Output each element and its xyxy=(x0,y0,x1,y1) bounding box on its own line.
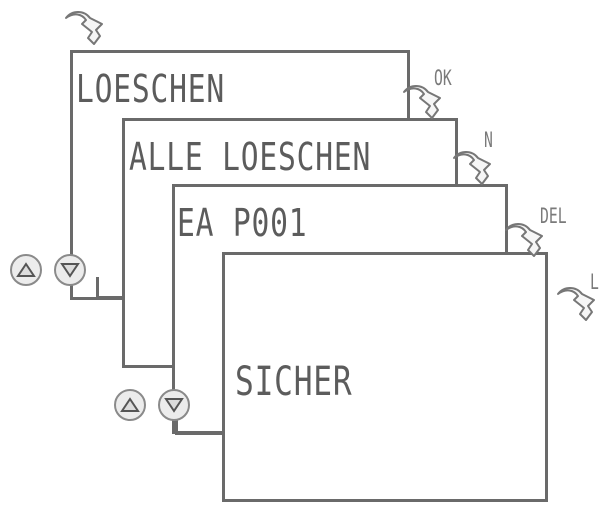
screen-label-sicher: SICHER xyxy=(235,359,353,405)
hand-arrow-icon-entry xyxy=(65,11,103,45)
triangle-down-icon xyxy=(164,398,184,413)
screen-label-alle-loeschen: ALLE LOESCHEN xyxy=(129,135,372,179)
key-label-no: N xyxy=(484,128,493,152)
screen-label-ea-p001: EA P001 xyxy=(177,201,308,245)
connector-line-top-keys-v xyxy=(96,277,99,299)
lcd-screen-sicher: SICHER xyxy=(222,252,548,502)
up-button-top[interactable] xyxy=(10,254,42,286)
up-button-bottom[interactable] xyxy=(114,389,146,421)
hand-arrow-icon-left xyxy=(557,287,595,321)
connector-line-top-keys-h xyxy=(96,296,122,299)
triangle-up-icon xyxy=(120,397,140,412)
hand-arrow-icon-no xyxy=(453,151,491,185)
down-button-top[interactable] xyxy=(54,254,86,286)
connector-line-bottom-keys-v xyxy=(175,412,178,435)
key-label-left: L xyxy=(590,270,599,294)
key-label-del: DEL xyxy=(540,204,567,228)
triangle-up-icon xyxy=(16,262,36,277)
hand-arrow-icon-del xyxy=(505,223,543,257)
triangle-down-icon xyxy=(60,263,80,278)
key-label-ok: OK xyxy=(434,66,452,90)
down-button-bottom[interactable] xyxy=(158,389,190,421)
connector-line-bottom-keys-h xyxy=(175,432,225,435)
hand-arrow-icon-ok xyxy=(403,85,441,119)
screen-label-loeschen: LOESCHEN xyxy=(76,67,226,111)
